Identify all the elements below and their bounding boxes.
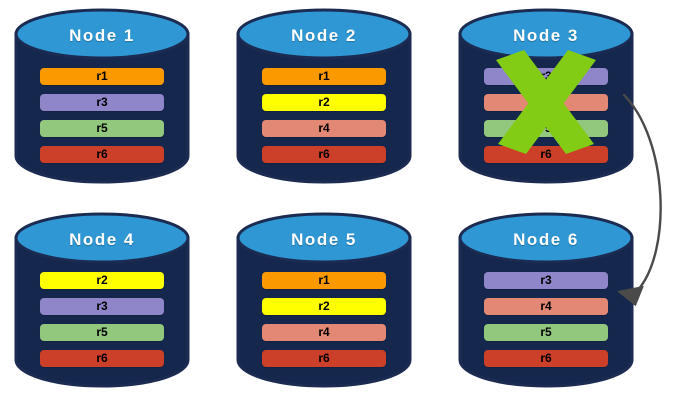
replica-bar[interactable]: r6 xyxy=(262,146,386,163)
replica-bar[interactable]: r2 xyxy=(262,94,386,111)
replica-bar[interactable]: r5 xyxy=(40,324,164,341)
cylinder-top-ellipse xyxy=(14,8,190,60)
replica-bar[interactable]: r4 xyxy=(484,298,608,315)
cylinder-top-ellipse xyxy=(458,212,634,264)
replica-bar[interactable]: r3 xyxy=(40,298,164,315)
replica-bar[interactable]: r3 xyxy=(40,94,164,111)
replica-bar[interactable]: r5 xyxy=(484,324,608,341)
replica-bar[interactable]: r2 xyxy=(262,298,386,315)
cylinder-top-ellipse xyxy=(458,8,634,60)
replica-stack: r1 r2 r4 r6 xyxy=(262,68,386,172)
replica-bar[interactable]: r1 xyxy=(40,68,164,85)
replica-bar[interactable]: r1 xyxy=(262,272,386,289)
replica-stack: r1 r2 r4 r6 xyxy=(262,272,386,376)
replica-stack: r3 r4 r5 r6 xyxy=(484,68,608,172)
replica-stack: r3 r4 r5 r6 xyxy=(484,272,608,376)
replica-bar[interactable]: r3 xyxy=(484,272,608,289)
cylinder-top-ellipse xyxy=(236,212,412,264)
replica-bar[interactable]: r1 xyxy=(262,68,386,85)
replica-bar[interactable]: r6 xyxy=(40,146,164,163)
cylinder-top-ellipse xyxy=(236,8,412,60)
replica-stack: r2 r3 r5 r6 xyxy=(40,272,164,376)
replica-bar[interactable]: r4 xyxy=(484,94,608,111)
replica-bar[interactable]: r2 xyxy=(40,272,164,289)
replica-bar[interactable]: r5 xyxy=(484,120,608,137)
replica-bar[interactable]: r6 xyxy=(484,350,608,367)
cylinder-top-ellipse xyxy=(14,212,190,264)
replica-stack: r1 r3 r5 r6 xyxy=(40,68,164,172)
replica-bar[interactable]: r5 xyxy=(40,120,164,137)
replica-bar[interactable]: r4 xyxy=(262,120,386,137)
replica-bar[interactable]: r6 xyxy=(40,350,164,367)
replica-bar[interactable]: r6 xyxy=(262,350,386,367)
replica-bar[interactable]: r4 xyxy=(262,324,386,341)
replica-bar[interactable]: r6 xyxy=(484,146,608,163)
replica-bar[interactable]: r3 xyxy=(484,68,608,85)
